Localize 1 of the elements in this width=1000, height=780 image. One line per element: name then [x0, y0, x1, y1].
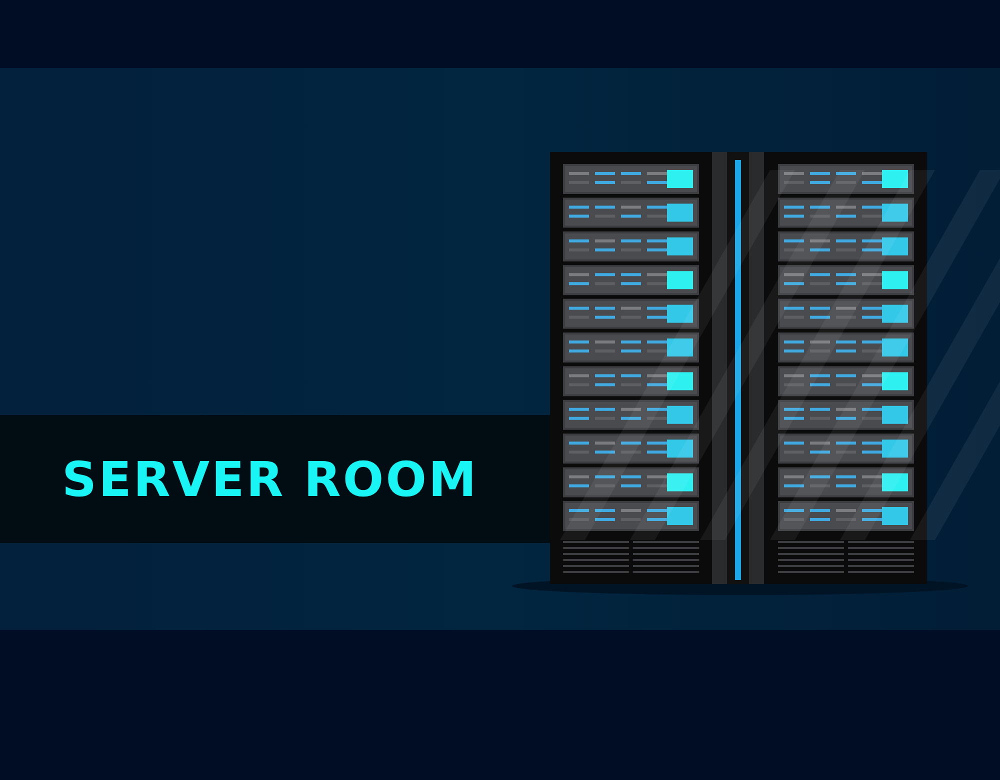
title: SERVER ROOM — [62, 452, 478, 508]
